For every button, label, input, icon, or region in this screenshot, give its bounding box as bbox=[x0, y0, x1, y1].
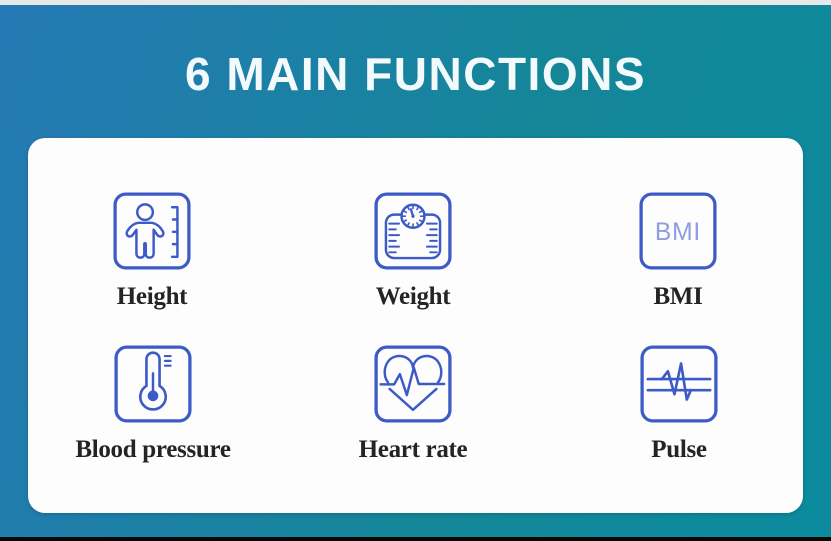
height-ruler-icon bbox=[113, 192, 191, 270]
function-item-height: Height bbox=[32, 190, 272, 311]
thermometer-icon bbox=[114, 345, 192, 423]
function-label: BMI bbox=[653, 283, 703, 310]
top-edge-strip bbox=[0, 0, 831, 5]
function-label: Heart rate bbox=[358, 436, 468, 463]
function-item-blood-pressure: Blood pressure bbox=[33, 343, 273, 464]
function-label: Blood pressure bbox=[75, 436, 231, 463]
heart-ecg-icon bbox=[374, 345, 452, 423]
pulse-wave-icon bbox=[640, 345, 718, 423]
function-label: Weight bbox=[375, 283, 451, 310]
bottom-edge-strip bbox=[0, 537, 831, 541]
weight-scale-icon bbox=[374, 192, 452, 270]
function-item-weight: Weight bbox=[293, 190, 533, 311]
functions-card: Height Weight BMI BMI Bl bbox=[28, 138, 803, 513]
function-label: Pulse bbox=[651, 436, 707, 463]
bmi-icon: BMI bbox=[639, 192, 717, 270]
function-label: Height bbox=[116, 283, 188, 310]
function-item-pulse: Pulse bbox=[559, 343, 799, 464]
function-item-bmi: BMI BMI bbox=[558, 190, 798, 311]
bmi-icon-text: BMI bbox=[655, 219, 701, 246]
page-title: 6 MAIN FUNCTIONS bbox=[185, 48, 646, 100]
function-item-heart-rate: Heart rate bbox=[293, 343, 533, 464]
